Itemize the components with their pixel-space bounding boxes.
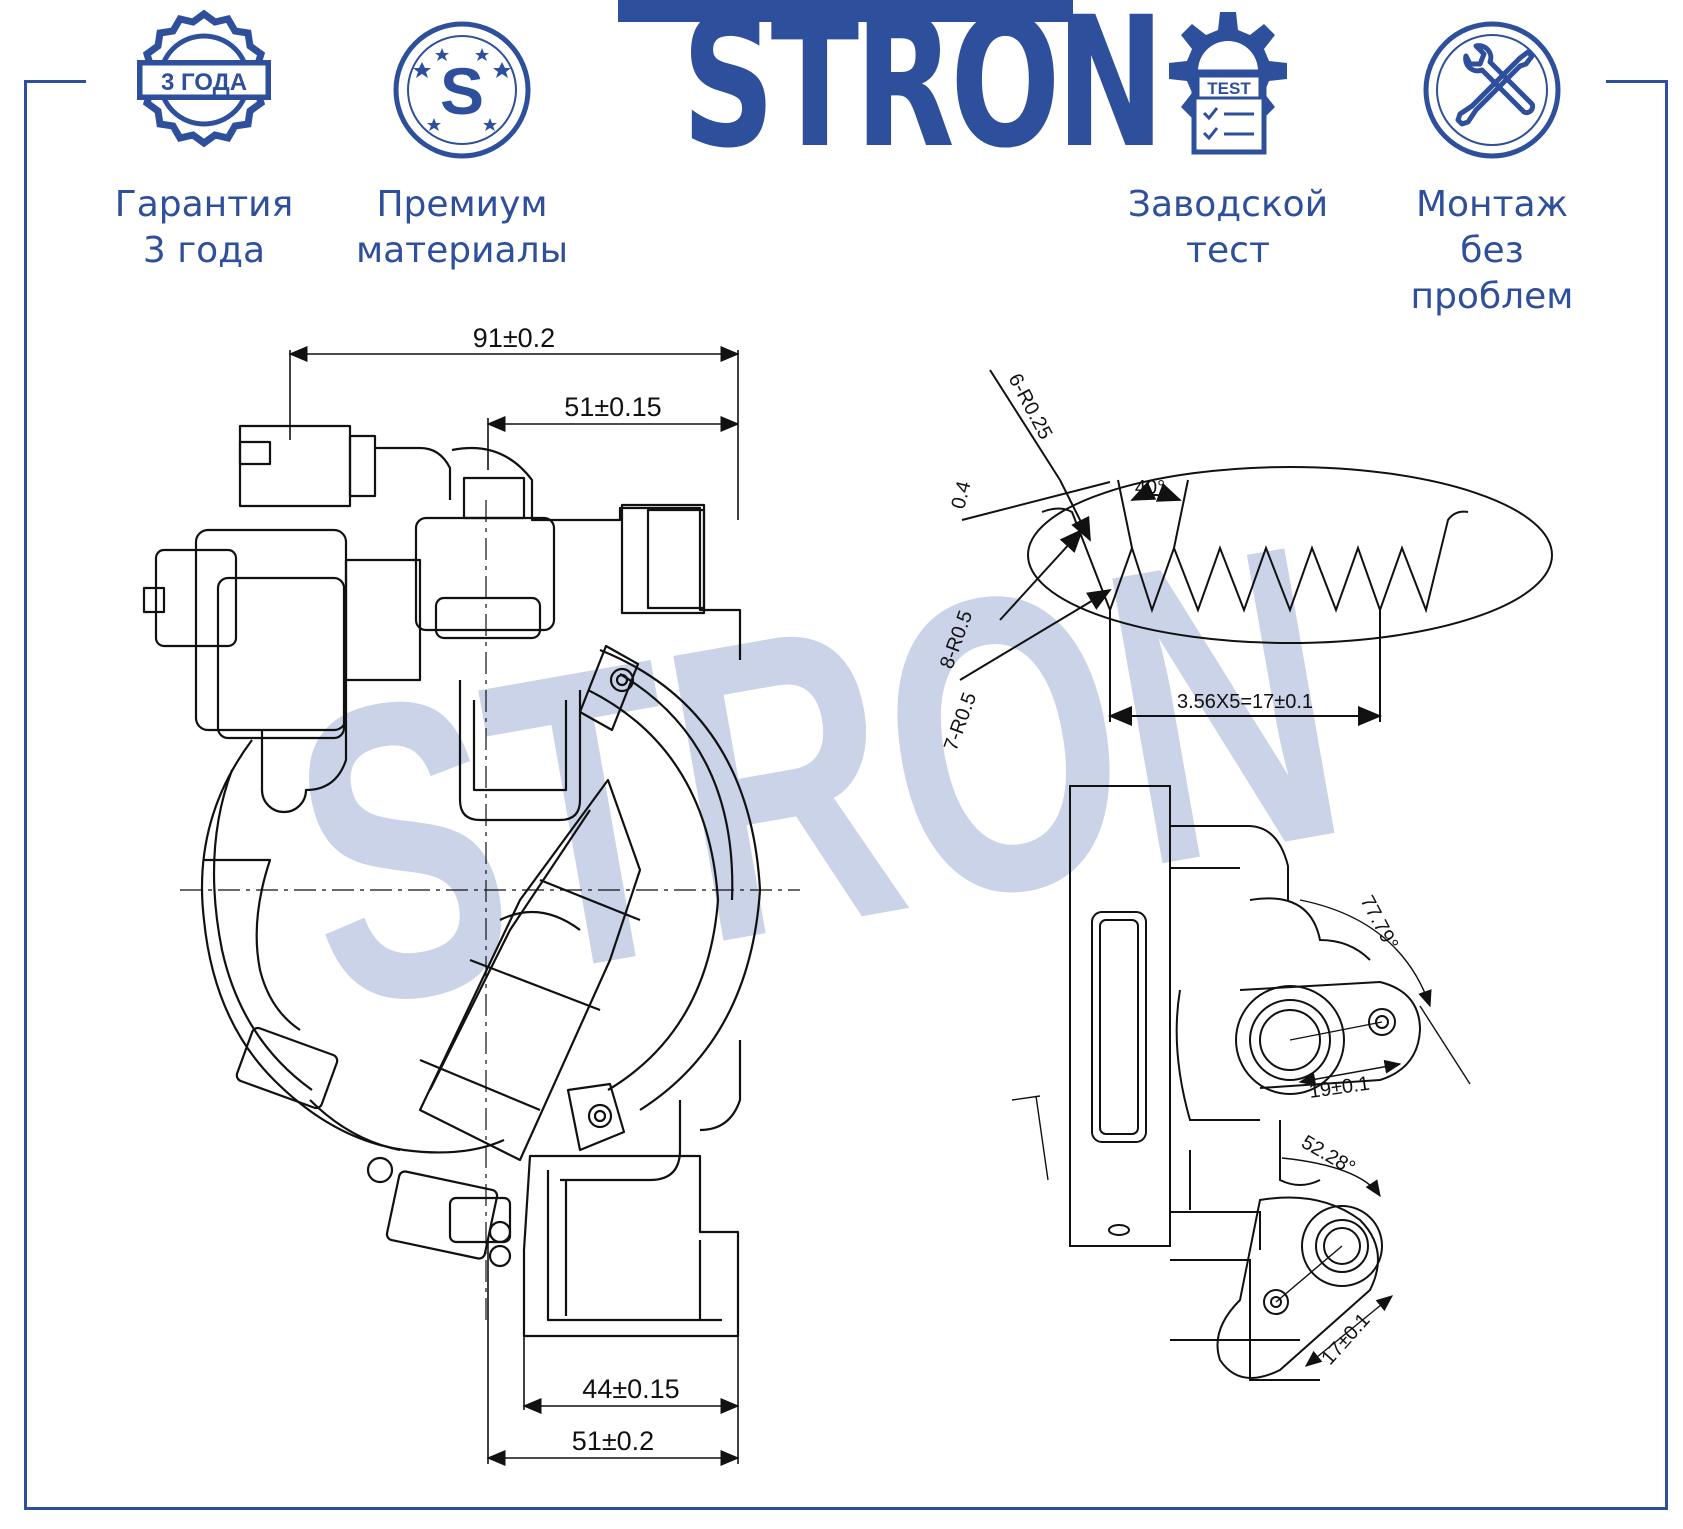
badge-installation-line2: без проблем <box>1410 230 1574 317</box>
badge-premium-line1: Премиум <box>376 184 548 225</box>
side-dimensions <box>1011 899 1471 1367</box>
warranty-badge-text: 3 ГОДА <box>161 69 247 96</box>
badge-factory-test-line2: тест <box>1186 230 1270 271</box>
groove-detail <box>959 369 1553 726</box>
badge-factory-test-line1: Заводской <box>1127 184 1329 225</box>
watermark-text: STRON <box>264 456 1370 1098</box>
front-dimensions <box>288 346 740 1466</box>
dim-bottom-width: 51±0.2 <box>572 1426 654 1456</box>
badge-warranty-line1: Гарантия <box>114 184 294 225</box>
dim-top-inner: 51±0.15 <box>564 392 661 422</box>
badge-installation-line1: Монтаж <box>1415 184 1569 225</box>
dim-groove-depth: 0.4 <box>948 479 976 511</box>
dim-groove-angle: 40° <box>1135 477 1165 499</box>
tools-icon <box>1423 21 1561 159</box>
logo-bar <box>618 0 1073 22</box>
compressor-side-view <box>1069 785 1422 1381</box>
dim-groove-pitch: 3.56X5=17±0.1 <box>1177 691 1313 713</box>
watermark: STRON <box>264 456 1370 1098</box>
compressor-front-view <box>142 424 762 1338</box>
factory-test-gear-icon: TEST <box>1169 12 1287 155</box>
premium-badge-text: S <box>440 54 484 128</box>
frame-top-left <box>24 80 86 83</box>
frame-bottom <box>24 1507 1668 1510</box>
frame-right <box>1665 80 1668 1510</box>
dim-angle-lower: 52.28° <box>1298 1131 1359 1179</box>
badge-premium-line2: материалы <box>355 230 569 271</box>
badge-warranty-line2: 3 года <box>142 230 266 271</box>
frame-top-right <box>1606 80 1668 83</box>
dim-bottom-inner: 44±0.15 <box>582 1374 679 1404</box>
dim-hole-dist-lower: 17±0.1 <box>1317 1309 1374 1369</box>
dim-hole-dist-upper: 19±0.1 <box>1308 1073 1371 1103</box>
warranty-seal-icon: 3 ГОДА <box>137 9 271 148</box>
frame-left <box>24 80 27 1510</box>
dim-top-width: 91±0.2 <box>473 323 555 353</box>
test-badge-text: TEST <box>1207 79 1251 98</box>
center-lines <box>180 500 800 1320</box>
premium-s-icon: S <box>393 21 531 159</box>
